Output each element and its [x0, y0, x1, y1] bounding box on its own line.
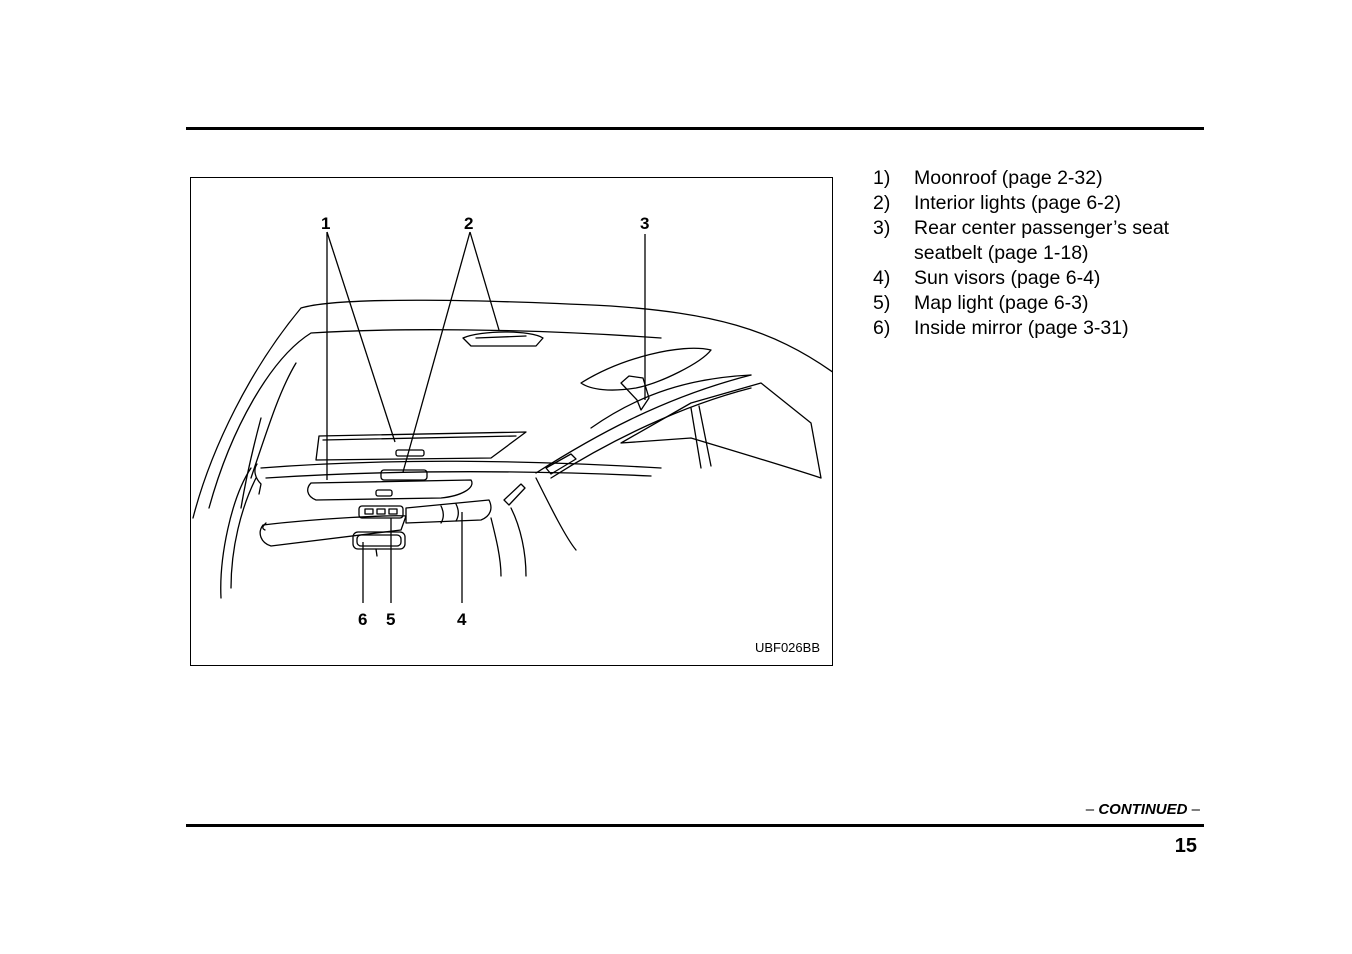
callout-4: 4	[457, 610, 467, 629]
legend-number: 3)	[873, 217, 891, 239]
legend-item: 4) Sun visors (page 6-4)	[873, 266, 1203, 291]
top-rule	[186, 127, 1204, 130]
legend-number: 5)	[873, 292, 891, 314]
callout-1: 1	[321, 214, 331, 233]
leader-lines	[326, 231, 646, 603]
page-number: 15	[1174, 835, 1197, 857]
legend-item: 3) Rear center passenger’s seat seatbelt…	[873, 216, 1203, 266]
callout-5: 5	[386, 610, 396, 629]
figure-code: UBF026BB	[754, 640, 820, 655]
interior-illustration: 1 2 3 4 5 6 UBF026BB	[190, 177, 833, 666]
continued-dash-right: –	[1191, 801, 1200, 818]
bottom-rule	[186, 824, 1204, 827]
callout-6: 6	[358, 610, 368, 629]
legend-number: 2)	[873, 192, 891, 214]
legend-item: 2) Interior lights (page 6-2)	[873, 191, 1203, 216]
callout-2: 2	[464, 214, 474, 233]
continued-note: – CONTINUED –	[1086, 801, 1200, 818]
legend-list: 1) Moonroof (page 2-32) 2) Interior ligh…	[873, 166, 1203, 341]
headliner-drawing	[192, 299, 832, 599]
legend-text: Interior lights (page 6-2)	[914, 192, 1122, 214]
legend-text: Inside mirror (page 3-31)	[914, 317, 1129, 339]
legend-number: 4)	[873, 267, 891, 289]
legend-item: 1) Moonroof (page 2-32)	[873, 166, 1203, 191]
legend-number: 6)	[873, 317, 891, 339]
legend-text: Map light (page 6-3)	[914, 292, 1089, 314]
legend-text: Moonroof (page 2-32)	[914, 167, 1103, 189]
legend-text: Sun visors (page 6-4)	[914, 267, 1101, 289]
callout-3: 3	[640, 214, 650, 233]
continued-word: CONTINUED	[1098, 801, 1188, 818]
continued-dash-left: –	[1085, 801, 1095, 818]
legend-number: 1)	[873, 167, 891, 189]
legend-text: Rear center passenger’s seat seatbelt (p…	[914, 217, 1170, 264]
legend-item: 5) Map light (page 6-3)	[873, 291, 1203, 316]
legend-item: 6) Inside mirror (page 3-31)	[873, 316, 1203, 341]
